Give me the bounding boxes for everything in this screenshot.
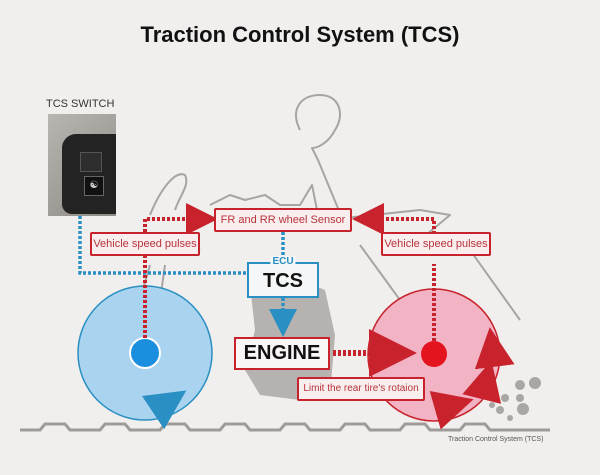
rear-rotation-arrow-2 [462, 360, 502, 404]
rear-speed-pulses-box: Vehicle speed pulses [381, 232, 491, 256]
rear-rotation-arrow [429, 391, 474, 430]
rider-head [295, 94, 343, 219]
front-speed-pulses-box: Vehicle speed pulses [90, 232, 200, 256]
wheel-sensor-box: FR and RR wheel Sensor [214, 208, 352, 232]
ground-line [20, 422, 550, 432]
rear-hub [421, 341, 447, 367]
ecu-tcs-box: ECU TCS [247, 256, 319, 298]
footer-caption: Traction Control System (TCS) [448, 436, 544, 443]
rider-arm [209, 184, 319, 216]
rear-rotation-arrow-3 [474, 327, 515, 370]
engine-box: ENGINE [234, 337, 330, 370]
fairing [149, 173, 188, 216]
tcs-switch-photo: ☯ [48, 114, 116, 216]
front-hub [129, 337, 161, 369]
ecu-tcs-label: TCS [263, 270, 303, 292]
gravel [489, 377, 541, 421]
limit-rotation-box: Limit the rear tire's rotaion [297, 377, 425, 401]
signal-links [143, 203, 436, 377]
diagram-title: Traction Control System (TCS) [140, 22, 460, 47]
tcs-switch-label: TCS SWITCH [46, 98, 115, 110]
ecu-label: ECU [270, 256, 296, 267]
tcs-switch-button: ☯ [84, 176, 104, 196]
front-rotation-arrow [141, 390, 187, 430]
